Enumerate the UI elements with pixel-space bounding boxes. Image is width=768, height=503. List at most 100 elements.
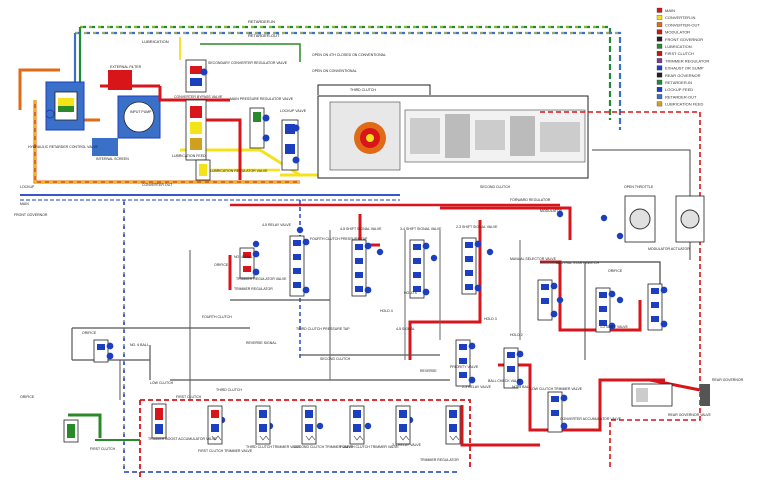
first-clutch-piston[interactable] [63,419,79,443]
converter-out-label: CONVERTER OUT [142,183,173,187]
check-ball [516,350,524,358]
spool-valve[interactable] [503,347,524,389]
hydraulic-retarder-label: HYDRAULIC RETARDER CONTROL VALVE [28,145,99,149]
legend-swatch [656,15,663,20]
legend-entry: FIRST CLUTCH [656,51,694,56]
converter-acc-label: CONVERTER ACCUMULATOR VALVE [560,417,622,421]
retarder-in-label: RETARDER-IN [248,19,275,24]
spool-valve[interactable] [537,279,558,321]
legend-swatch [656,101,663,107]
main-pressure-regulator[interactable] [185,99,242,180]
spool-valve[interactable] [289,235,310,297]
signal-4-label: 4-5 SIGNAL [396,327,415,331]
rear-governor-valve-label: REAR GOVERNOR VALVE [668,413,712,417]
legend-swatch [656,94,663,100]
input-pump-label: INPUT PUMP [130,110,152,114]
secondary-converter-label: SECONDARY CONVERTER REGULATOR VALVE [208,61,288,65]
legend-swatch [656,29,663,35]
main-pressure-label: MAIN PRESSURE REGULATOR VALVE [230,97,294,101]
check-ball [560,394,568,402]
trimmer-valve[interactable] [207,405,223,445]
check-ball [316,422,324,430]
trimmer-valve[interactable] [255,405,271,445]
check-ball [556,296,564,304]
trimmer-boost-accumulator[interactable] [151,403,167,439]
no6-ball-label: NO. 6 BALL [130,343,149,347]
spool-valve[interactable] [547,391,568,433]
check-ball [616,232,624,240]
trimmer-valve[interactable] [349,405,365,445]
legend-swatch [656,72,663,78]
legend-entry: LOCKUP FEED [656,87,693,92]
legend-label: LUBRICATION [665,44,692,49]
input-pump-assembly[interactable] [92,70,230,156]
reverse-signal-label: REVERSE SIGNAL [246,341,277,345]
lubrication-regulator[interactable] [195,159,211,181]
transmission-cutaway [317,84,589,179]
check-ball [660,286,668,294]
check-ball [106,352,114,360]
check-ball [106,342,114,350]
spool-valve[interactable] [239,247,260,279]
check-ball [556,210,564,218]
relay-45-label: 4-5 RELAY VALVE [262,223,292,227]
trimmer-valve[interactable] [301,405,317,445]
check-ball [474,284,482,292]
third-clutch-bottom-label: THIRD CLUTCH [216,388,242,392]
fourth-clutch-label: FOURTH CLUTCH [202,315,232,319]
second-clutch-label: SECOND CLUTCH [480,185,511,189]
spool-valve[interactable] [409,239,430,299]
check-ball [376,248,384,256]
trimmer-valve-group [63,403,461,445]
legend-swatch [656,43,663,49]
check-ball [474,240,482,248]
spool-valve[interactable] [455,339,476,387]
rear-governor-valve[interactable] [631,383,710,407]
legend-label: LOCKUP FEED [665,87,693,92]
check-ball [296,226,304,234]
trimmer-valve[interactable] [395,405,411,445]
legend-entry: MODULATOR [656,29,690,35]
check-ball [422,242,430,250]
spool-valve[interactable] [595,287,616,333]
check-ball [660,320,668,328]
spool-valve[interactable] [351,239,372,297]
relay-34-label: 3-4 RELAY VALVE [392,443,422,447]
second-clutch-mid-label: SECOND CLUTCH [320,357,351,361]
legend-entry: REAR GOVERNOR [656,72,701,78]
legend: MAINCONVERTER-INCONVERTER-OUTMODULATORFR… [656,7,709,107]
shift-12-label: 1-2 SHIFT VALVE [600,325,628,329]
first-clutch-lines [68,399,471,478]
forward-regulator-label: FORWARD REGULATOR [510,198,551,202]
orifice-right-label: ORIFICE [608,269,623,273]
check-ball [550,310,558,318]
check-ball [252,240,260,248]
reverse-label: REVERSE [420,369,437,373]
spool-valve[interactable] [93,339,114,363]
lockup-valve[interactable] [281,119,300,171]
hold-5-label: HOLD 5 [404,291,417,295]
lubrication-valve[interactable] [249,107,270,149]
spool-valve[interactable] [647,283,668,331]
priority-valve-label: PRIORITY VALVE [450,365,479,369]
legend-label: EXHAUST OR SUMP [665,66,704,71]
legend-entry: CONVERTER-IN [656,15,695,20]
legend-label: REAR GOVERNOR [665,73,701,78]
third-clutch-pressure-label: THIRD CLUTCH PRESSURE TAP [296,327,350,331]
rear-governor-label: REAR GOVERNOR [712,378,744,382]
legend-entry: CONVERTER-OUT [656,22,700,27]
valve-body-group [93,210,668,433]
legend-label: MAIN [665,8,675,13]
shift-34-label: 3-4 SHIFT SIGNAL VALVE [400,227,442,231]
modulator-actuator[interactable] [624,195,705,243]
spool-valve[interactable] [461,237,482,295]
hydraulic-retarder-control-valve[interactable] [45,81,85,131]
trimmer-valve[interactable] [445,405,461,445]
modulator-actuator-label: MODULATOR ACTUATOR [648,247,690,251]
neutral-start-label: NEUTRAL START SWITCH [556,261,600,265]
first-clutch-label: FIRST CLUTCH [90,447,116,451]
converter-bypass-valve[interactable] [185,59,208,93]
main-label: MAIN [20,202,29,206]
third-clutch-trimmer-label: THIRD CLUTCH TRIMMER VALVE [246,445,302,449]
check-ball [550,282,558,290]
